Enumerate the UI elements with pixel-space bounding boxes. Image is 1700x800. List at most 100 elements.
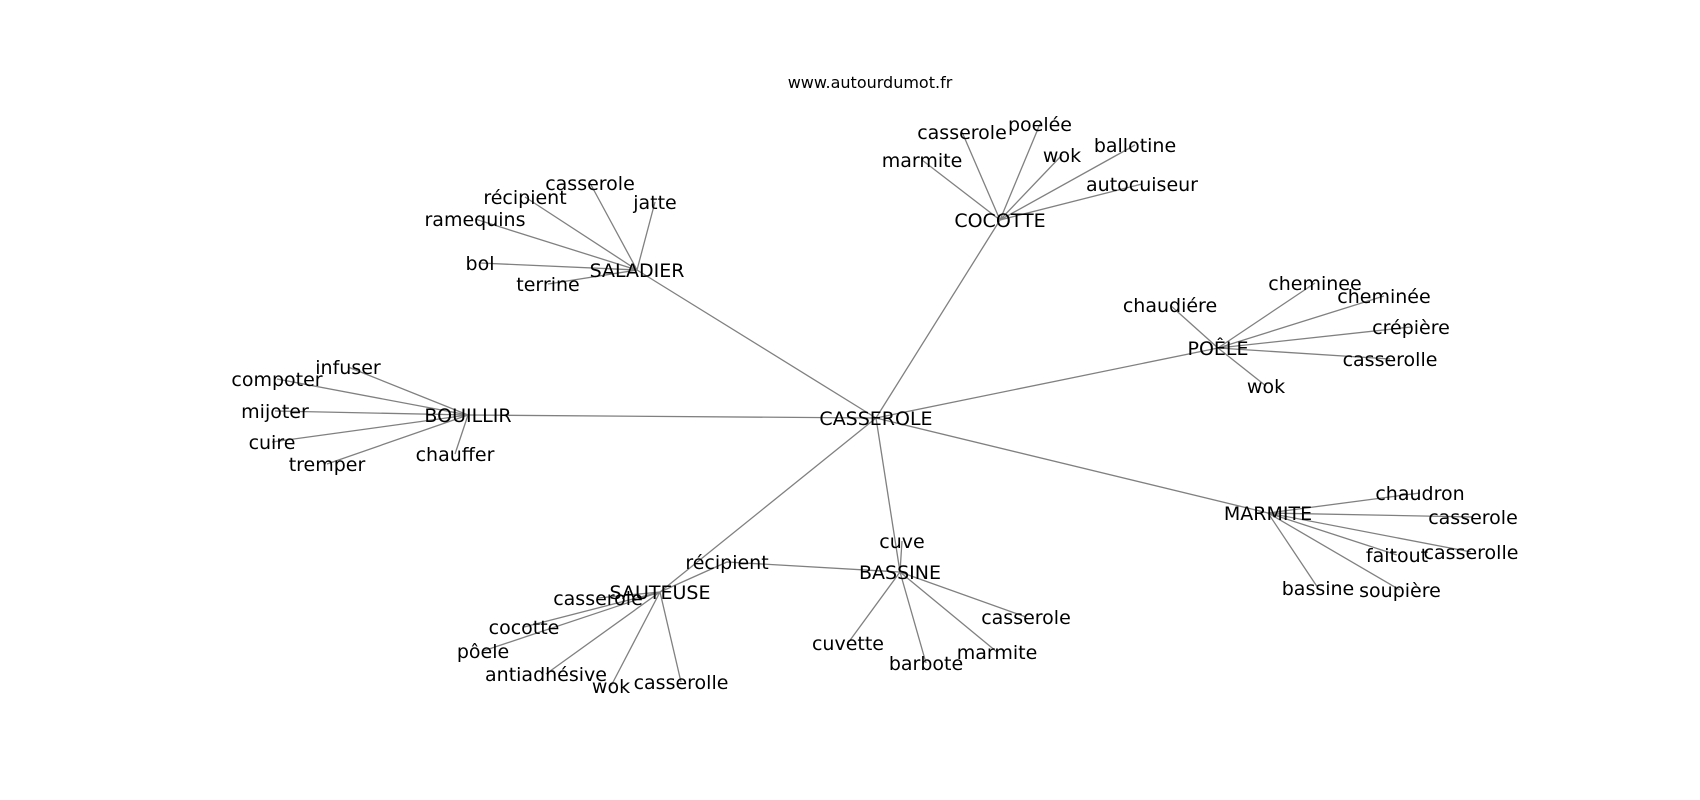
- node-label-poe-chaudiere: chaudiére: [1123, 295, 1217, 317]
- edge-marmite_hub-mar_bassine: [1267, 512, 1319, 589]
- site-credit: www.autourdumot.fr: [788, 73, 953, 92]
- edge-bassine_hub-bas_cuve: [899, 540, 903, 573]
- edge-sauteuse-sau_wok: [610, 591, 661, 687]
- node-label-mar-faitout: faitout: [1366, 545, 1428, 567]
- edge-bouillir-bou_cuire: [271, 414, 469, 443]
- edge-bassine_hub-bas_marmite: [899, 571, 998, 653]
- edge-sauteuse-sau_casserole: [597, 591, 661, 599]
- node-label-bas-marmite: marmite: [957, 642, 1038, 664]
- node-label-coc-poelee: poelée: [1008, 114, 1072, 136]
- node-label-poe-cheminee1: cheminee: [1268, 273, 1361, 295]
- edge-sauteuse-sau_cocotte: [523, 591, 661, 628]
- edge-poele_hub-poe_casserolle: [1217, 347, 1391, 360]
- edge-casserole_root-marmite_hub: [875, 417, 1269, 514]
- edge-recipient_link-sauteuse: [659, 561, 728, 593]
- node-label-bou-mijoter: mijoter: [241, 401, 309, 423]
- node-label-casserole-root: CASSEROLE: [819, 408, 932, 430]
- edge-casserole_root-saladier: [636, 269, 877, 419]
- edge-bassine_hub-bas_cuvette: [847, 571, 901, 644]
- node-label-bou-tremper: tremper: [289, 454, 366, 476]
- node-label-sauteuse: SAUTEUSE: [610, 582, 711, 604]
- edge-sauteuse-sau_casserolle: [659, 591, 682, 683]
- node-label-saladier: SALADIER: [590, 260, 685, 282]
- node-label-bou-compoter: compoter: [231, 369, 322, 391]
- edge-bassine_hub-bas_casserole: [899, 571, 1027, 618]
- node-label-poe-cheminee2: cheminée: [1337, 286, 1430, 308]
- edge-poele_hub-poe_cheminee1: [1217, 282, 1316, 349]
- edge-casserole_root-bouillir: [467, 414, 877, 419]
- edge-cocotte-coc_casserole: [961, 131, 1001, 221]
- node-label-bas-casserole: casserole: [981, 607, 1071, 629]
- node-label-mar-bassine: bassine: [1282, 578, 1355, 600]
- edge-poele_hub-poe_chaudiere: [1169, 304, 1219, 349]
- edge-saladier-sal_jatte: [636, 201, 656, 271]
- edge-saladier-sal_casserole: [589, 182, 638, 271]
- node-label-bou-infuser: infuser: [315, 357, 381, 379]
- edge-saladier-sal_bol: [479, 262, 638, 271]
- node-label-sal-terrine: terrine: [516, 274, 579, 296]
- edge-bouillir-bou_chauffer: [454, 414, 469, 455]
- node-label-sau-casserole: casserole: [553, 588, 643, 610]
- node-label-mar-casserolle: casserolle: [1424, 542, 1519, 564]
- edge-bouillir-bou_compoter: [276, 378, 469, 416]
- edge-recipient_link-bassine_hub: [726, 561, 901, 573]
- edge-cocotte-coc_autocuiseur: [999, 183, 1143, 221]
- edge-cocotte-coc_poelee: [999, 123, 1041, 221]
- node-label-sal-jatte: jatte: [632, 192, 677, 214]
- edge-marmite_hub-mar_soupiere: [1267, 512, 1401, 591]
- edge-poele_hub-poe_cheminee2: [1217, 295, 1385, 349]
- edge-marmite_hub-mar_faitout: [1267, 512, 1398, 556]
- node-label-cocotte: COCOTTE: [954, 210, 1045, 232]
- node-label-sal-bol: bol: [466, 253, 495, 275]
- node-label-coc-ballotine: ballotine: [1094, 135, 1176, 157]
- edge-poele_hub-poe_wok: [1217, 347, 1267, 387]
- edge-casserole_root-bassine_hub: [875, 417, 901, 573]
- edge-marmite_hub-mar_chaudron: [1267, 492, 1421, 514]
- graph-edges: [271, 123, 1474, 687]
- edge-marmite_hub-mar_casserolle: [1267, 512, 1472, 553]
- node-label-sau-cocotte: cocotte: [489, 617, 560, 639]
- node-label-recipient-link: récipient: [685, 552, 768, 574]
- node-label-marmite-hub: MARMITE: [1224, 503, 1312, 525]
- edge-casserole_root-sauteuse: [659, 417, 877, 593]
- graph-labels: CASSEROLE COCOTTE SALADIER POÊLE BOUILLIR MAR…: [231, 114, 1518, 698]
- node-label-sal-recipient: récipient: [483, 187, 566, 209]
- node-label-bou-cuire: cuire: [249, 432, 296, 454]
- edge-saladier-sal_ramequins: [474, 218, 638, 271]
- node-label-bouillir: BOUILLIR: [424, 405, 511, 427]
- node-label-sau-casserolle: casserolle: [634, 672, 729, 694]
- node-label-coc-autocuiseur: autocuiseur: [1086, 174, 1198, 196]
- edge-casserole_root-cocotte: [875, 219, 1001, 419]
- edge-cocotte-coc_marmite: [921, 159, 1001, 221]
- edge-cocotte-coc_ballotine: [999, 144, 1136, 221]
- node-label-poele-hub: POÊLE: [1187, 337, 1248, 360]
- node-label-poe-casserolle: casserolle: [1343, 349, 1438, 371]
- edge-casserole_root-poele_hub: [875, 347, 1219, 419]
- node-label-bas-cuvette: cuvette: [812, 633, 884, 655]
- node-label-sal-ramequins: ramequins: [425, 209, 526, 231]
- node-label-bas-cuve: cuve: [879, 531, 924, 553]
- edge-bouillir-bou_mijoter: [274, 410, 469, 416]
- edge-saladier-sal_recipient: [524, 196, 638, 271]
- edge-sauteuse-sau_poele: [482, 591, 661, 652]
- node-label-sal-casserole: casserole: [545, 173, 635, 195]
- edge-poele_hub-poe_crepiere: [1217, 326, 1412, 349]
- node-label-sau-wok: wok: [592, 676, 630, 698]
- edge-marmite_hub-mar_casserole: [1267, 512, 1474, 518]
- node-label-bas-barbote: barbote: [889, 653, 963, 675]
- node-label-bou-chauffer: chauffer: [416, 444, 495, 466]
- node-label-mar-soupiere: soupière: [1359, 580, 1441, 602]
- node-label-coc-marmite: marmite: [882, 150, 963, 172]
- node-label-poe-crepiere: crépière: [1372, 317, 1450, 339]
- node-label-coc-casserole: casserole: [917, 122, 1007, 144]
- node-label-sau-poele: pôele: [457, 641, 509, 663]
- node-label-coc-wok: wok: [1043, 145, 1081, 167]
- node-label-mar-chaudron: chaudron: [1375, 483, 1464, 505]
- node-label-sau-antiadhesive: antiadhésive: [485, 664, 607, 686]
- node-label-poe-wok: wok: [1247, 376, 1285, 398]
- node-label-bassine-hub: BASSINE: [859, 562, 941, 584]
- edge-bouillir-bou_infuser: [347, 366, 469, 416]
- edge-bassine_hub-bas_barbote: [899, 571, 927, 664]
- edge-saladier-sal_terrine: [547, 269, 638, 285]
